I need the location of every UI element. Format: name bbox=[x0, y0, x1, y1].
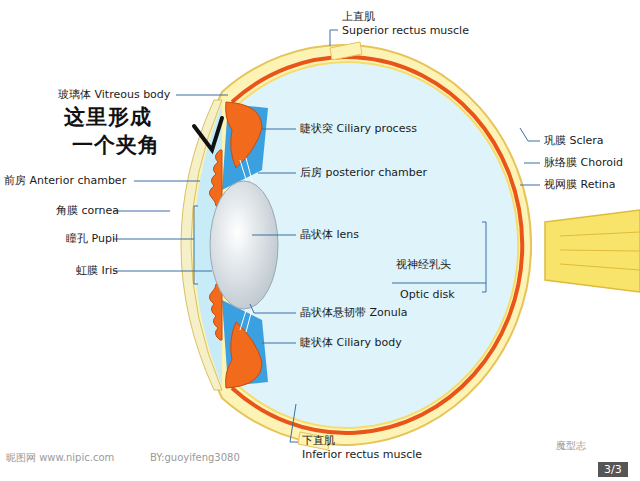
part-label: 巩膜 Sclera bbox=[544, 134, 604, 147]
watermark: BY:guoyifeng3080 bbox=[150, 452, 240, 464]
part-label: Inferior rectus muscle bbox=[302, 448, 422, 461]
part-label: 睫状突 Ciliary process bbox=[300, 122, 417, 135]
pupil-bracket bbox=[194, 206, 198, 284]
part-label: 角膜 cornea bbox=[56, 204, 119, 217]
page-number: 3/3 bbox=[598, 462, 628, 477]
hand-mark bbox=[194, 118, 222, 150]
leader-lines bbox=[113, 30, 540, 442]
optic-nerve bbox=[545, 210, 640, 292]
part-label: 睫状体 Ciliary body bbox=[300, 336, 402, 349]
watermark: 魔型志 bbox=[556, 440, 586, 452]
ciliary-body bbox=[226, 322, 262, 388]
part-label: 晶状体 lens bbox=[300, 228, 359, 241]
sclera bbox=[186, 45, 531, 445]
part-label: Optic disk bbox=[400, 288, 455, 301]
part-label: 前房 Anterior chamber bbox=[4, 174, 126, 187]
handwritten-note: 这里形成 bbox=[64, 104, 152, 129]
leader-line bbox=[392, 283, 486, 284]
part-label: 瞳孔 Pupil bbox=[66, 232, 118, 245]
ciliary-body bbox=[226, 102, 262, 168]
part-label: 下直肌 bbox=[302, 434, 335, 447]
part-label: 晶状体悬韧带 Zonula bbox=[300, 306, 408, 319]
iris bbox=[209, 150, 222, 206]
part-label: 后房 posterior chamber bbox=[300, 166, 427, 179]
part-label: 虹膜 Iris bbox=[76, 264, 118, 277]
part-label: 脉络膜 Choroid bbox=[544, 156, 623, 169]
watermark: 昵图网 www.nipic.com bbox=[6, 452, 114, 464]
part-label: Superior rectus muscle bbox=[342, 24, 469, 37]
superior-rectus bbox=[330, 42, 362, 60]
iris bbox=[209, 284, 222, 340]
nerve-fibres bbox=[560, 232, 640, 270]
lens bbox=[210, 181, 278, 309]
part-label: 玻璃体 Vitreous body bbox=[58, 88, 170, 101]
handwritten-note: 一个夹角 bbox=[72, 132, 160, 157]
optic-disk-bracket bbox=[482, 222, 486, 292]
part-label: 视神经乳头 bbox=[396, 258, 451, 271]
part-label: 上直肌 bbox=[342, 10, 375, 23]
part-label: 视网膜 Retina bbox=[544, 178, 616, 191]
